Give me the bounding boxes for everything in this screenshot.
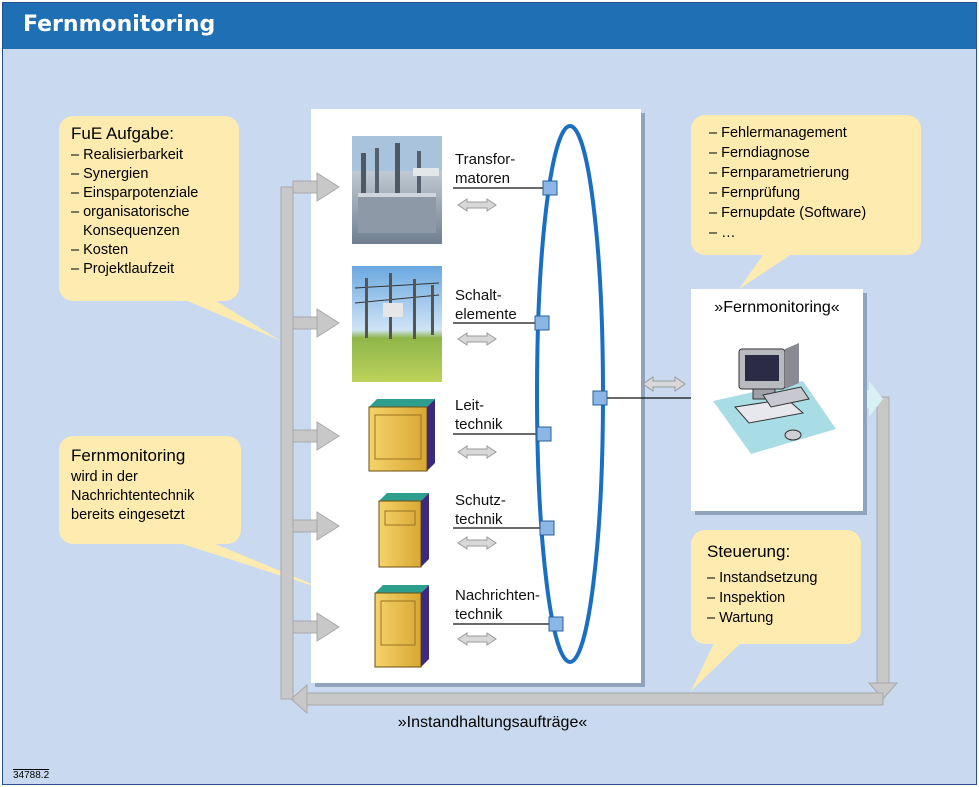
label-line: technik: [455, 511, 503, 528]
schutztechnik-cabinet-icon: [378, 493, 429, 568]
label-line: Schutz-: [455, 492, 506, 509]
feedback-arrows: [280, 172, 899, 715]
callout-fue-title: FuE Aufgabe:: [71, 124, 175, 143]
list-item: – Einsparpotenziale: [71, 185, 199, 201]
connector-lines: [453, 187, 738, 625]
label-line: matoren: [455, 170, 511, 187]
list-item: – Fernupdate (Software): [709, 205, 867, 221]
label-line: Nachrichten-: [455, 587, 541, 604]
transformer-photo: [352, 136, 442, 244]
desc-line: wird in der: [71, 469, 138, 485]
callout-fue-aufgabe: FuE Aufgabe: – Realisierbarkeit – Synerg…: [59, 116, 239, 301]
nachrichtentechnik-cabinet-icon: [374, 585, 429, 668]
list-item: – Projektlaufzeit: [71, 261, 175, 277]
component-label-schaltelemente: Schalt- elemente: [455, 286, 517, 324]
switchgear-photo: [352, 266, 442, 382]
list-item: – Fernparametrierung: [709, 165, 850, 181]
list-item: – Fehlermanagement: [709, 125, 847, 141]
diagram-canvas: [173, 109, 899, 715]
list-item: – Fernprüfung: [709, 185, 801, 201]
component-label-transformatoren: Transfor- matoren: [455, 150, 515, 188]
callout-steuerung-tail: [691, 641, 743, 691]
leittechnik-cabinet-icon: [368, 399, 435, 472]
list-item: – Ferndiagnose: [709, 145, 810, 161]
callout-fernmonitoring-title: Fernmonitoring: [71, 446, 186, 465]
ring-nodes: [534, 180, 608, 632]
page-title: Fernmonitoring: [23, 12, 216, 37]
callout-steuerung-title: Steuerung:: [707, 542, 791, 561]
label-line: technik: [455, 416, 503, 433]
double-arrows: [457, 198, 686, 646]
list-item: – Realisierbarkeit: [71, 147, 184, 163]
list-item: – …: [709, 225, 736, 241]
computer-icon: [713, 343, 836, 454]
callout-fue-list: – Realisierbarkeit – Synergien – Einspar…: [71, 146, 198, 279]
list-item: – organisatorische: [71, 204, 190, 220]
list-item: – Wartung: [707, 610, 774, 626]
label-line: technik: [455, 606, 503, 623]
header-bar: Fernmonitoring: [3, 3, 976, 49]
callout-functions: – Fehlermanagement – Ferndiagnose – Fern…: [691, 115, 921, 255]
callout-fernmonitoring: Fernmonitoring wird in der Nachrichtente…: [59, 436, 241, 544]
instandhaltung-label: »Instandhaltungsaufträge«: [397, 714, 588, 731]
component-label-leittechnik: Leit- technik: [455, 396, 503, 434]
callout-functions-tail: [739, 252, 795, 289]
callout-steuerung-list: – Instandsetzung – Inspektion – Wartung: [707, 568, 817, 628]
fernmonitoring-box-title: »Fernmonitoring«: [714, 299, 840, 316]
label-line: Schalt-: [455, 287, 502, 304]
callout-functions-list: – Fehlermanagement – Ferndiagnose – Fern…: [709, 123, 866, 243]
fernmonitoring-box: »Fernmonitoring«: [691, 289, 863, 511]
callout-fue-tail: [183, 299, 281, 341]
desc-line: bereits eingesetzt: [71, 507, 185, 523]
callout-fernmonitoring-desc: wird in der Nachrichtentechnik bereits e…: [71, 468, 241, 525]
document-number: 34788.2: [13, 770, 50, 781]
component-label-nachrichtentechnik: Nachrichten- technik: [455, 586, 540, 624]
list-item: – Synergien: [71, 166, 149, 182]
desc-line: Nachrichtentechnik: [71, 488, 195, 504]
callout-fern-tail: [173, 541, 329, 591]
label-line: elemente: [455, 306, 517, 323]
label-line: Leit-: [455, 397, 485, 414]
list-item: – Instandsetzung: [707, 570, 818, 586]
component-label-schutztechnik: Schutz- technik: [455, 491, 506, 529]
list-item: – Inspektion: [707, 590, 786, 606]
label-line: Transfor-: [455, 151, 516, 168]
callout-steuerung: Steuerung: – Instandsetzung – Inspektion…: [691, 530, 861, 644]
list-item: – Kosten: [71, 242, 129, 258]
list-item: Konsequenzen: [83, 223, 180, 239]
